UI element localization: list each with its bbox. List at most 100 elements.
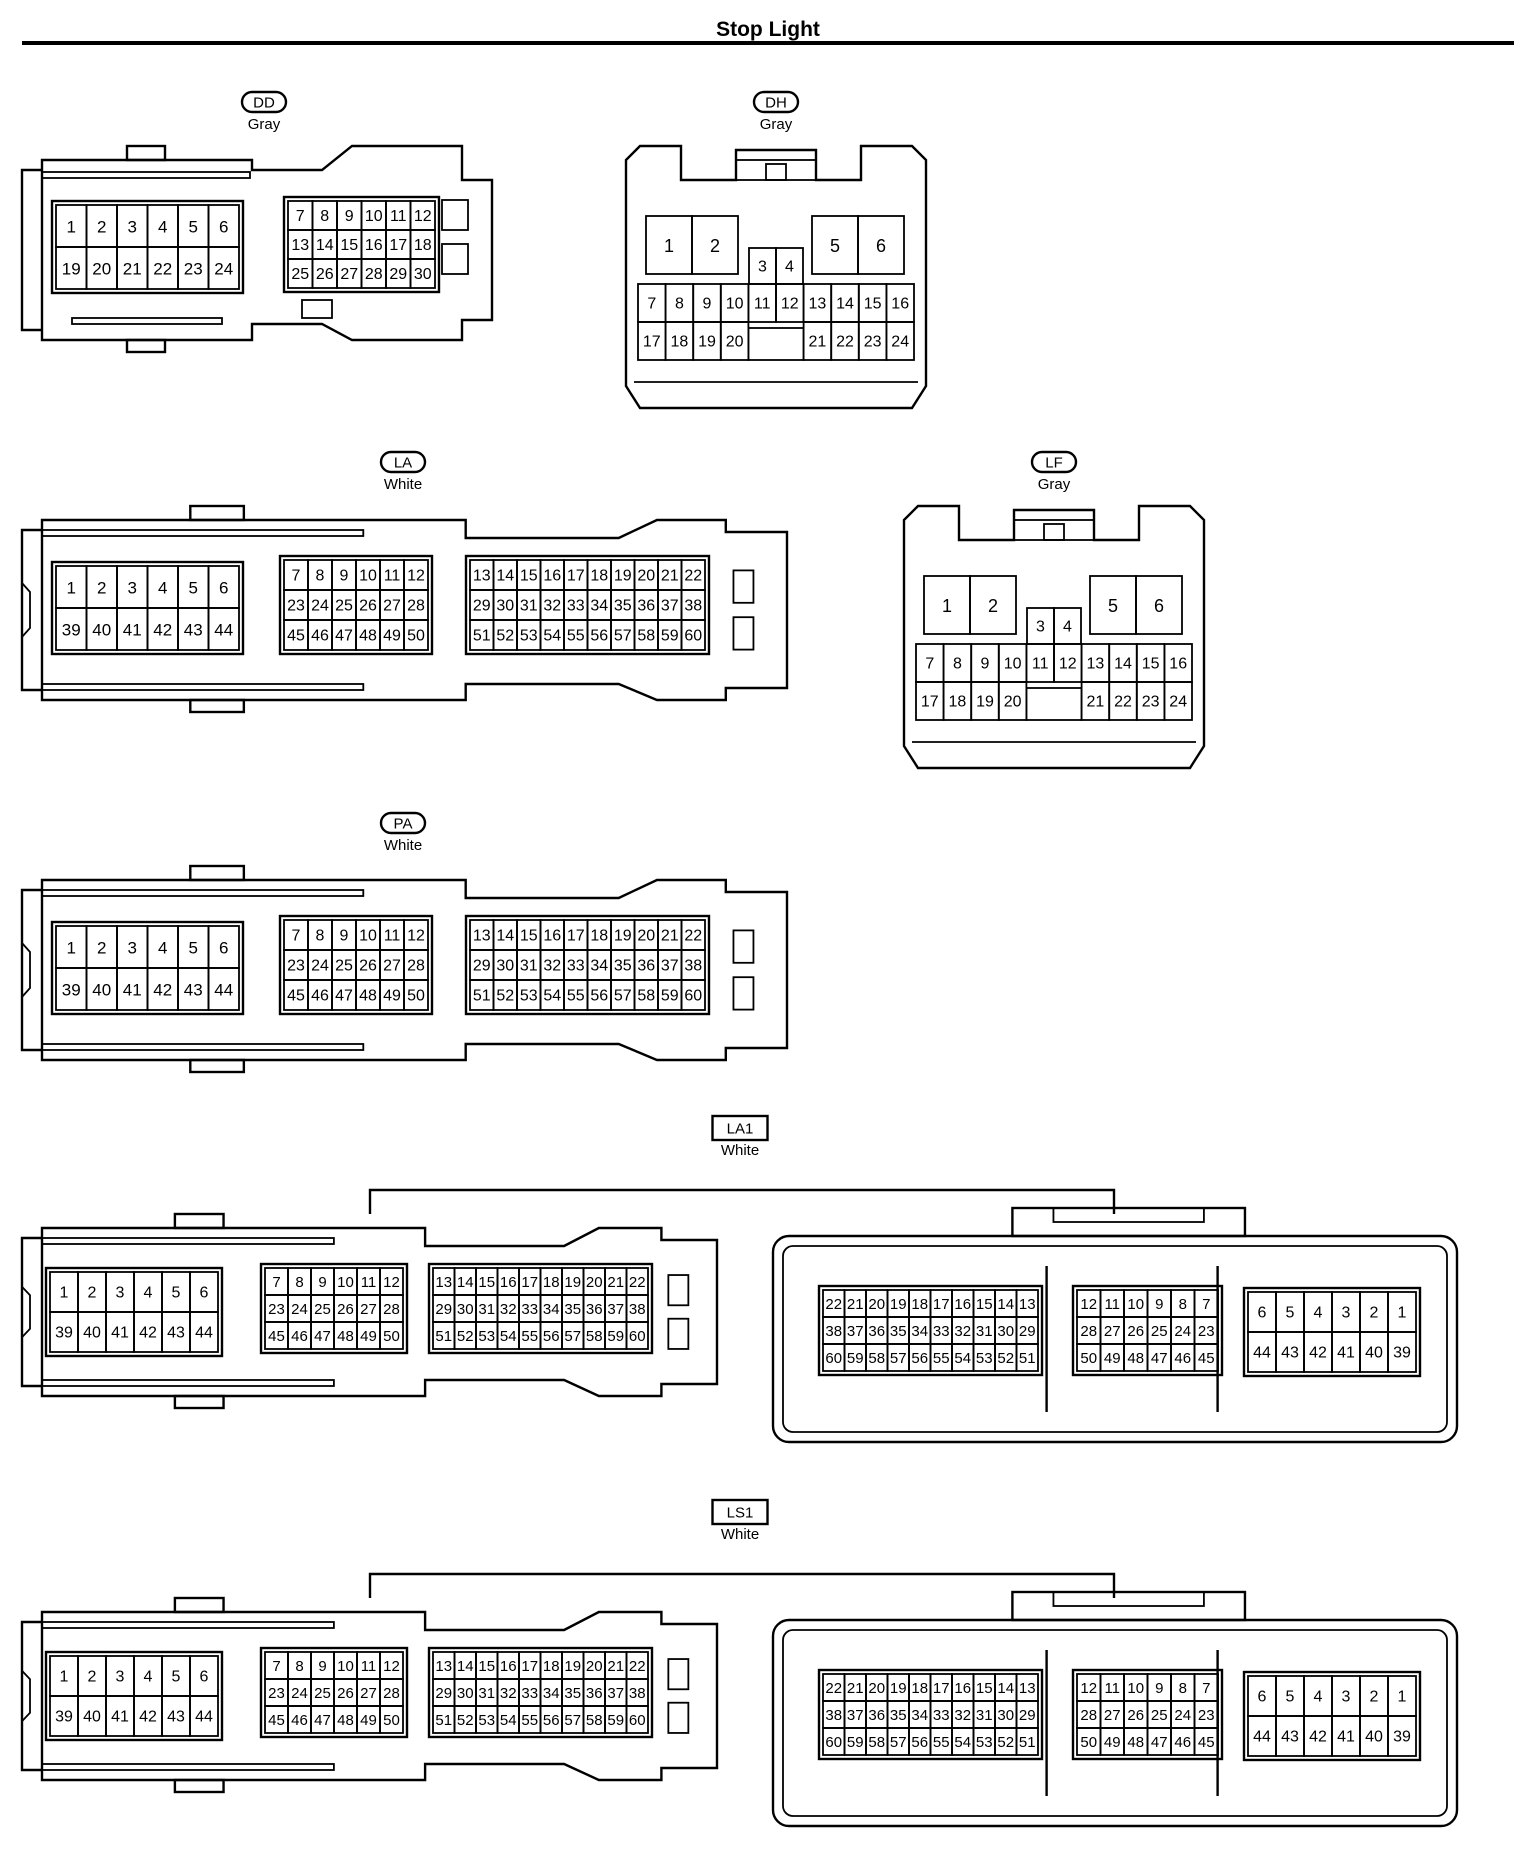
pin-number: 39	[62, 621, 81, 640]
pin-number: 15	[478, 1658, 495, 1675]
pin-number: 44	[195, 1709, 213, 1726]
top-key-slot	[1043, 523, 1065, 541]
pin-number: 49	[360, 1712, 377, 1729]
rail	[41, 1621, 335, 1629]
pin-number: 34	[911, 1323, 928, 1340]
connector-color: Gray	[1038, 476, 1071, 493]
pin-number: 37	[607, 1301, 624, 1318]
pin-number: 9	[1155, 1296, 1163, 1313]
pin-number: 55	[567, 628, 585, 645]
clip	[667, 1274, 690, 1307]
pin-number: 9	[318, 1658, 326, 1675]
pin-number: 48	[359, 628, 377, 645]
pin-number: 6	[200, 1285, 209, 1302]
pin-number: 16	[1169, 656, 1187, 673]
pin-number: 18	[671, 334, 689, 351]
pin-number: 49	[360, 1328, 377, 1345]
housing-outline	[20, 168, 42, 332]
pin-number: 50	[407, 628, 425, 645]
connector-color: Gray	[248, 116, 281, 133]
housing-outline	[40, 1226, 719, 1398]
pin-number: 21	[847, 1680, 864, 1697]
pin-number: 23	[864, 334, 882, 351]
housing-outline	[20, 1236, 42, 1388]
pin-number: 41	[111, 1709, 129, 1726]
pin-cell	[857, 215, 905, 275]
pin-number: 43	[167, 1325, 185, 1342]
pin-number: 6	[1258, 1305, 1267, 1322]
pin-block-frame	[1242, 1670, 1422, 1762]
pin-number: 18	[590, 928, 608, 945]
latch	[173, 1596, 225, 1614]
pin-number: 17	[933, 1296, 950, 1313]
pin-number: 45	[287, 988, 305, 1005]
pin-number: 33	[521, 1301, 538, 1318]
pin-number: 32	[543, 958, 561, 975]
pin-number: 12	[1080, 1296, 1097, 1313]
pin-number: 47	[314, 1328, 331, 1345]
pin-block-frame	[259, 1646, 409, 1739]
pin-number: 52	[457, 1712, 474, 1729]
pin-number: 20	[637, 568, 655, 585]
pair-bracket	[368, 1188, 1116, 1214]
pin-number: 23	[287, 598, 305, 615]
pin-number: 35	[614, 598, 632, 615]
pin-number: 10	[337, 1658, 354, 1675]
pin-number: 43	[167, 1709, 185, 1726]
pin-number: 59	[607, 1328, 624, 1345]
housing-outline	[40, 518, 789, 702]
clip	[667, 1658, 690, 1691]
pin-number: 30	[496, 958, 514, 975]
pin-number: 30	[496, 598, 514, 615]
pin-cell	[885, 321, 915, 361]
pin-number: 31	[520, 598, 538, 615]
pin-number: 20	[637, 928, 655, 945]
pin-number: 39	[1393, 1729, 1411, 1746]
pin-number: 15	[520, 928, 538, 945]
housing-outline	[40, 878, 789, 1062]
pin-number: 8	[1179, 1296, 1187, 1313]
pin-number: 14	[457, 1658, 474, 1675]
pin-cell	[379, 1705, 404, 1734]
pin-number: 58	[586, 1712, 603, 1729]
pin-number: 60	[629, 1328, 646, 1345]
connector-id: DH	[765, 95, 787, 112]
pin-cell	[1015, 1727, 1039, 1756]
rail	[41, 1237, 335, 1245]
pin-block-frame	[50, 199, 245, 295]
pin-number: 46	[1174, 1734, 1191, 1751]
pin-number: 14	[457, 1274, 474, 1291]
pin-number: 38	[825, 1323, 842, 1340]
page-title: Stop Light	[716, 18, 820, 41]
pin-number: 19	[890, 1296, 907, 1313]
pin-number: 56	[590, 988, 608, 1005]
pin-number: 20	[868, 1296, 885, 1313]
pin-number: 24	[1174, 1707, 1191, 1724]
pin-block-frame	[278, 914, 434, 1016]
pin-number: 11	[1104, 1680, 1120, 1697]
pin-cell	[189, 1695, 219, 1737]
pin-number: 49	[1104, 1734, 1121, 1751]
pin-number: 9	[340, 568, 349, 585]
pin-number: 37	[661, 598, 679, 615]
pin-number: 41	[1337, 1729, 1355, 1746]
pin-number: 8	[295, 1658, 303, 1675]
rail	[41, 889, 365, 897]
pin-number: 11	[754, 296, 771, 313]
pin-number: 41	[123, 981, 142, 1000]
pin-number: 31	[520, 958, 538, 975]
rail	[71, 317, 223, 325]
pin-number: 15	[976, 1296, 993, 1313]
pin-number: 24	[311, 598, 329, 615]
pin-number: 34	[543, 1301, 560, 1318]
pin-number: 10	[1127, 1680, 1144, 1697]
pin-number: 1	[664, 236, 674, 256]
pin-number: 18	[949, 694, 967, 711]
pin-cell	[1387, 1331, 1417, 1373]
pin-number: 25	[1151, 1707, 1168, 1724]
pin-number: 29	[435, 1685, 452, 1702]
pin-number: 52	[997, 1734, 1014, 1751]
connector-id-badge	[1030, 450, 1078, 474]
latch	[189, 1058, 246, 1074]
